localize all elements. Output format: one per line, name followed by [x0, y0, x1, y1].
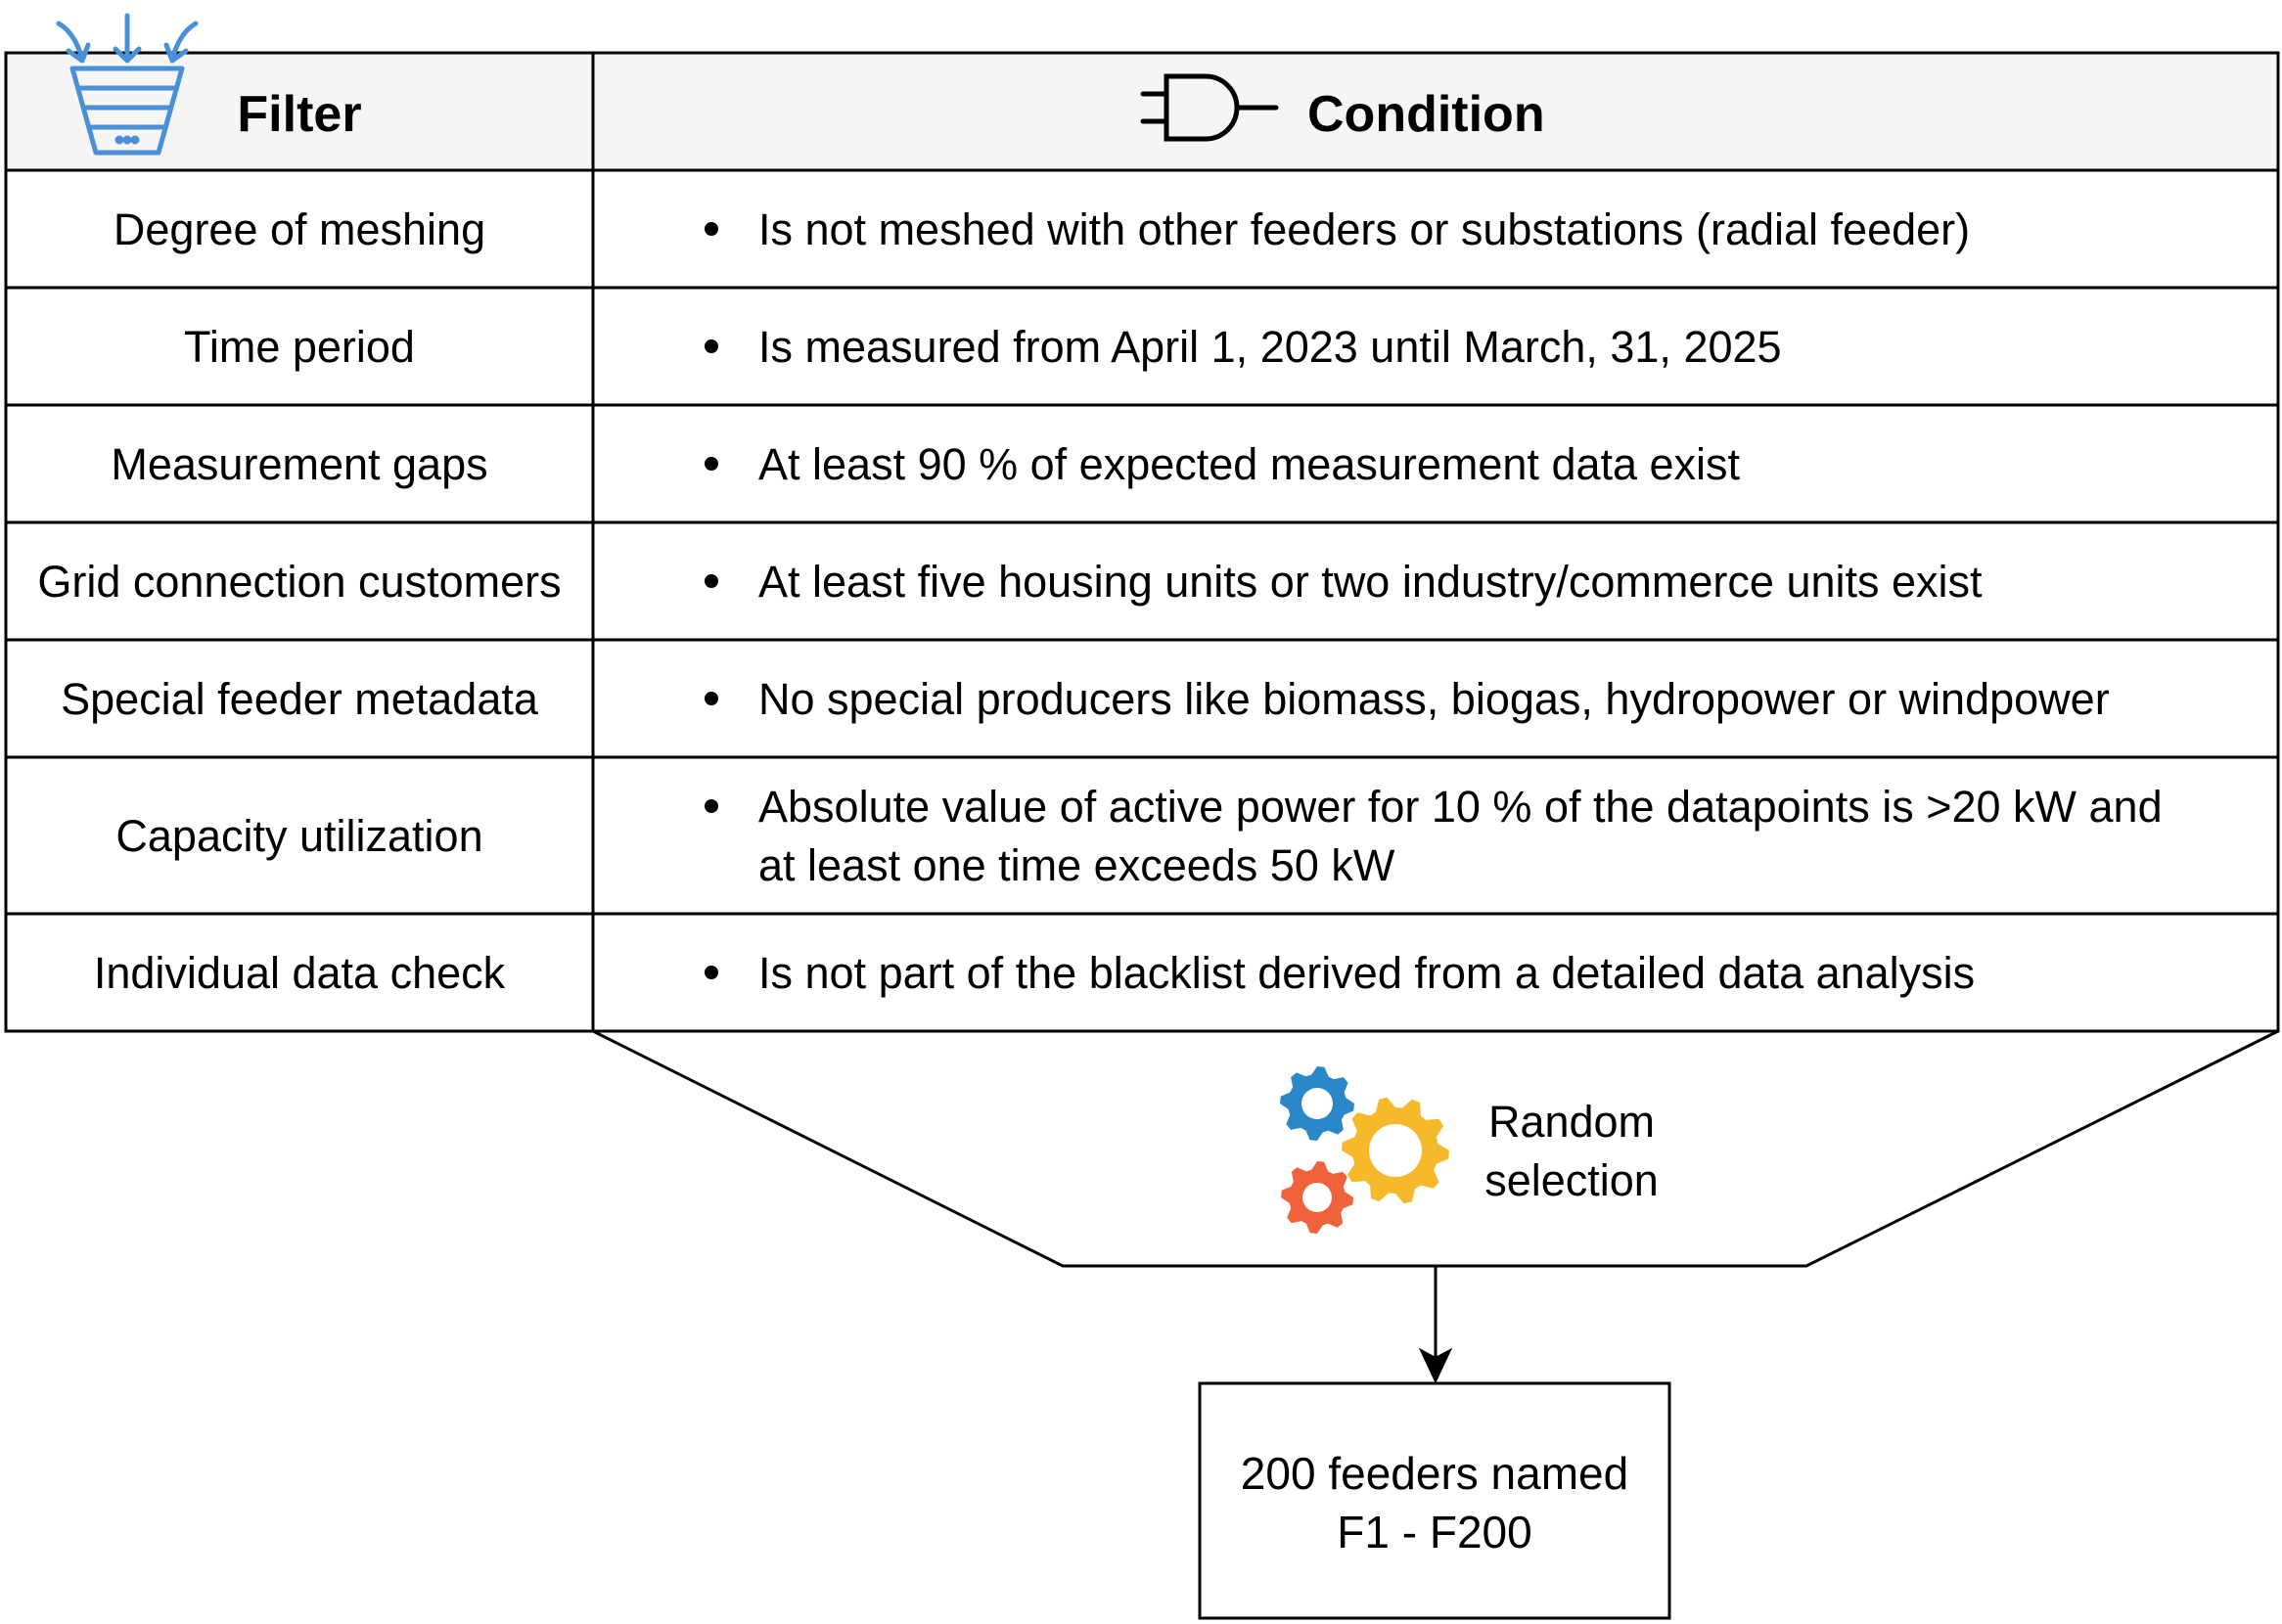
- row-border: [4, 520, 2280, 642]
- filter-cell: Degree of meshing: [114, 204, 485, 254]
- condition-text: at least one time exceeds 50 kW: [758, 840, 1395, 890]
- condition-text: At least five housing units or two indus…: [758, 557, 1983, 607]
- table-header: Filter Condition: [4, 13, 2280, 172]
- row-border: [4, 912, 2280, 1033]
- filter-cell: Time period: [184, 322, 415, 372]
- gear-yellow-icon: [1342, 1097, 1449, 1204]
- condition-text: Is not meshed with other feeders or subs…: [758, 204, 1970, 254]
- row-border: [4, 755, 2280, 916]
- bullet-icon: [705, 799, 718, 813]
- condition-text: No special producers like biomass, bioga…: [758, 674, 2110, 724]
- result-label-line-2: F1 - F200: [1337, 1507, 1531, 1557]
- arrow-down: [1418, 1266, 1453, 1384]
- header-background: [4, 51, 2280, 172]
- bullet-icon: [705, 457, 718, 471]
- table-row: Special feeder metadata No special produc…: [4, 638, 2280, 759]
- gear-red-shape: [1281, 1161, 1353, 1234]
- condition-text: At least 90 % of expected measurement da…: [758, 439, 1741, 489]
- row-border: [4, 403, 2280, 524]
- table-row: Time period Is measured from April 1, 202…: [4, 286, 2280, 407]
- table-row: Individual data check Is not part of the …: [4, 912, 2280, 1033]
- condition-text: Is not part of the blacklist derived fro…: [758, 948, 1975, 998]
- bullet-icon: [705, 692, 718, 705]
- funnel-icon: [56, 13, 199, 156]
- filter-cell: Measurement gaps: [111, 439, 487, 489]
- table-body: Degree of meshing Is not meshed with othe…: [4, 168, 2280, 1033]
- row-border: [4, 168, 2280, 290]
- result-box: [1198, 1381, 1671, 1620]
- gear-blue-shape: [1280, 1066, 1354, 1141]
- table-row: Degree of meshing Is not meshed with othe…: [4, 168, 2280, 290]
- header-condition-title: Condition: [1307, 86, 1545, 143]
- gear-red-icon: [1281, 1161, 1353, 1234]
- condition-text: Absolute value of active power for 10 % …: [758, 782, 2163, 832]
- gears-icon: [1280, 1066, 1449, 1234]
- condition-text: Is measured from April 1, 2023 until Mar…: [758, 322, 1782, 372]
- bullet-icon: [705, 574, 718, 588]
- row-border: [4, 638, 2280, 759]
- bullet-icon: [705, 339, 718, 353]
- and-gate-icon: [1140, 73, 1279, 142]
- filter-cell: Grid connection customers: [37, 557, 561, 607]
- filter-cell: Individual data check: [94, 948, 506, 998]
- filter-cell: Capacity utilization: [115, 811, 482, 861]
- bullet-icon: [705, 966, 718, 979]
- result-label-line-1: 200 feeders named: [1241, 1448, 1628, 1499]
- selection-label-line-2: selection: [1484, 1155, 1659, 1205]
- table-row: Grid connection customers At least five h…: [4, 520, 2280, 642]
- bullet-icon: [705, 222, 718, 236]
- selection-label-line-1: Random: [1488, 1097, 1655, 1147]
- table-row: Capacity utilization Absolute value of ac…: [4, 755, 2280, 916]
- gear-blue-icon: [1280, 1066, 1354, 1141]
- table-row: Measurement gaps At least 90 % of expecte…: [4, 403, 2280, 524]
- gear-yellow-shape: [1342, 1097, 1449, 1204]
- header-filter-title: Filter: [237, 86, 361, 143]
- filter-cell: Special feeder metadata: [61, 674, 539, 724]
